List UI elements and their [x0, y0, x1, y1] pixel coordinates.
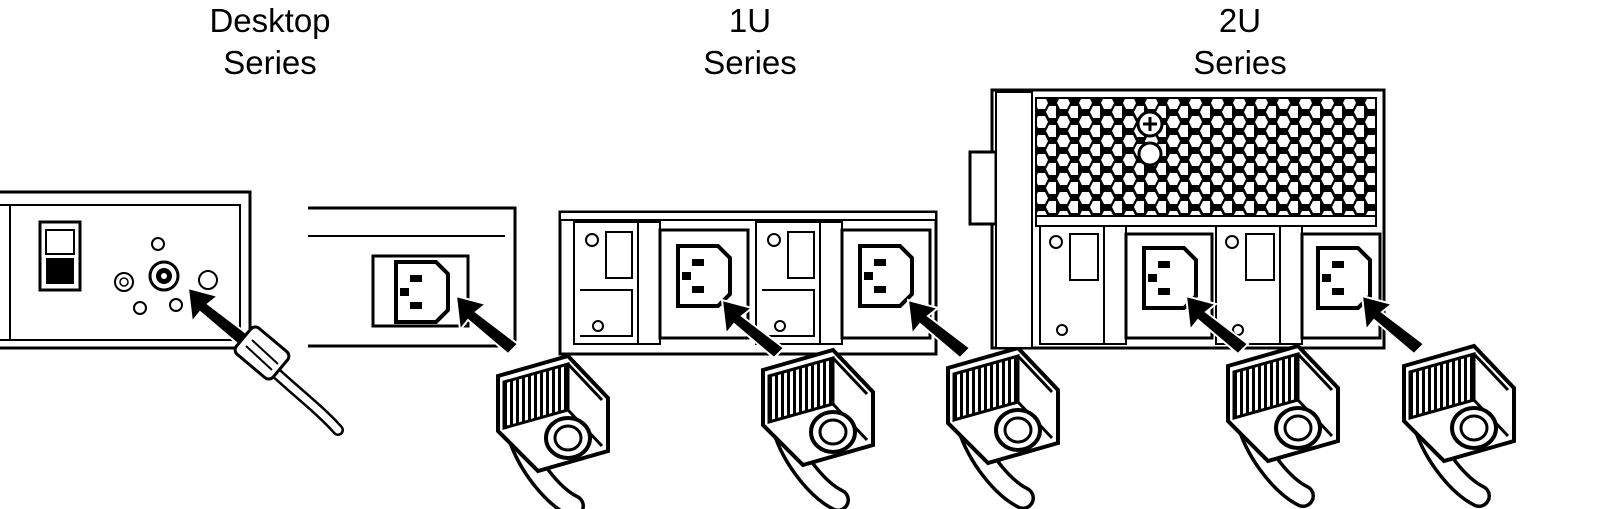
iec-c14-inlet-icon — [676, 244, 732, 308]
psu-bay-left — [1039, 225, 1214, 345]
desktop-title-line1: Desktop — [209, 2, 331, 39]
dc-barrel-jack-icon — [114, 237, 218, 315]
iec-c13-plug-icon — [763, 350, 873, 500]
oneu-title-line2: Series — [703, 44, 797, 81]
psu-bay-right — [1215, 225, 1382, 345]
dc-plug — [233, 325, 344, 436]
desktop-series-title: Desktop Series — [190, 0, 350, 84]
psu-bay-right — [755, 221, 932, 345]
oneu-series-title: 1U Series — [680, 0, 820, 84]
desktop-title-line2: Series — [223, 44, 317, 81]
vent-mesh — [1035, 97, 1377, 217]
iec-c14-inlet-icon — [394, 260, 450, 324]
psu-bay-left — [573, 221, 750, 345]
oneu-title-line1: 1U — [728, 2, 772, 39]
iec-c13-plug-icon — [498, 356, 608, 506]
single-inlet-panel — [308, 206, 608, 506]
power-switch — [38, 220, 82, 292]
iec-c13-plug-icon — [948, 348, 1058, 498]
twou-unit — [968, 88, 1514, 496]
desktop-unit — [0, 190, 344, 436]
twou-series-title: 2U Series — [1170, 0, 1310, 84]
iec-c13-plug-icon — [1404, 346, 1514, 496]
oneu-unit — [558, 210, 1058, 500]
iec-c13-plug-icon — [1228, 346, 1338, 496]
twou-title-line1: 2U — [1218, 2, 1262, 39]
twou-title-line2: Series — [1193, 44, 1287, 81]
iec-c14-inlet-icon — [858, 244, 914, 308]
